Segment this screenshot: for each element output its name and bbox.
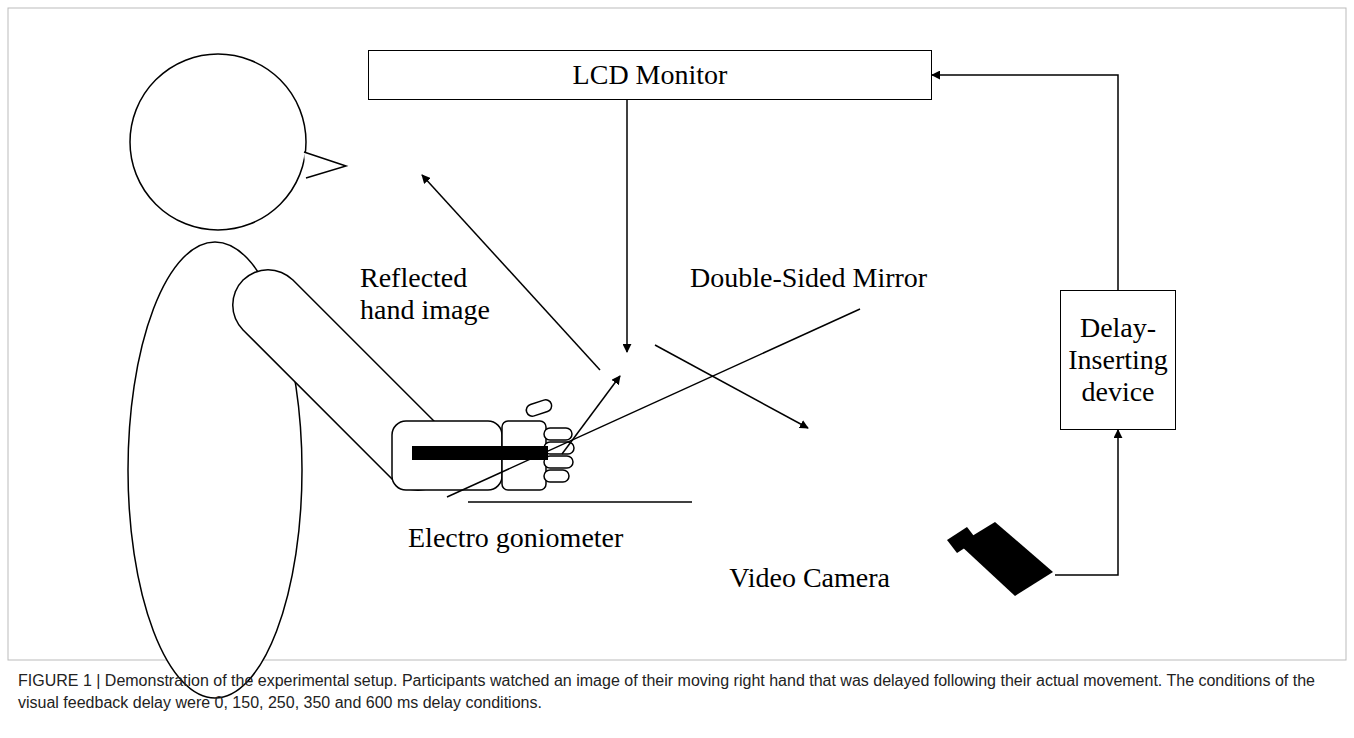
device-box: Delay-Inserting device bbox=[1060, 290, 1176, 430]
node-text: LCD Monitor bbox=[573, 59, 728, 91]
camera-shape bbox=[945, 500, 1055, 600]
finger bbox=[544, 470, 569, 482]
monitor-box: LCD Monitor bbox=[368, 50, 932, 100]
nose bbox=[304, 152, 346, 178]
signal-connector bbox=[1055, 430, 1118, 575]
node-text: Delay-Inserting device bbox=[1067, 312, 1169, 409]
camera-light-arrow bbox=[655, 345, 808, 428]
thumb bbox=[525, 398, 553, 417]
goniometer-label: Electro goniometer bbox=[408, 522, 668, 554]
reflection-label: Reflected hand image bbox=[360, 262, 510, 326]
mirror-line bbox=[447, 309, 860, 497]
camera-symbol: Video Camera bbox=[945, 500, 1055, 600]
figure-caption: FIGURE 1 | Demonstration of the experime… bbox=[18, 670, 1334, 713]
node-text: Video Camera bbox=[729, 562, 890, 594]
goniometer-sensor bbox=[412, 446, 548, 460]
finger bbox=[544, 456, 573, 468]
signal-connector bbox=[932, 75, 1118, 290]
finger bbox=[544, 428, 572, 440]
mirror-label: Double-Sided Mirror bbox=[690, 262, 950, 294]
head-outline bbox=[130, 54, 306, 230]
table-line bbox=[468, 501, 692, 503]
hand-light-arrow bbox=[562, 376, 620, 454]
monitor-light-arrow bbox=[626, 100, 628, 352]
